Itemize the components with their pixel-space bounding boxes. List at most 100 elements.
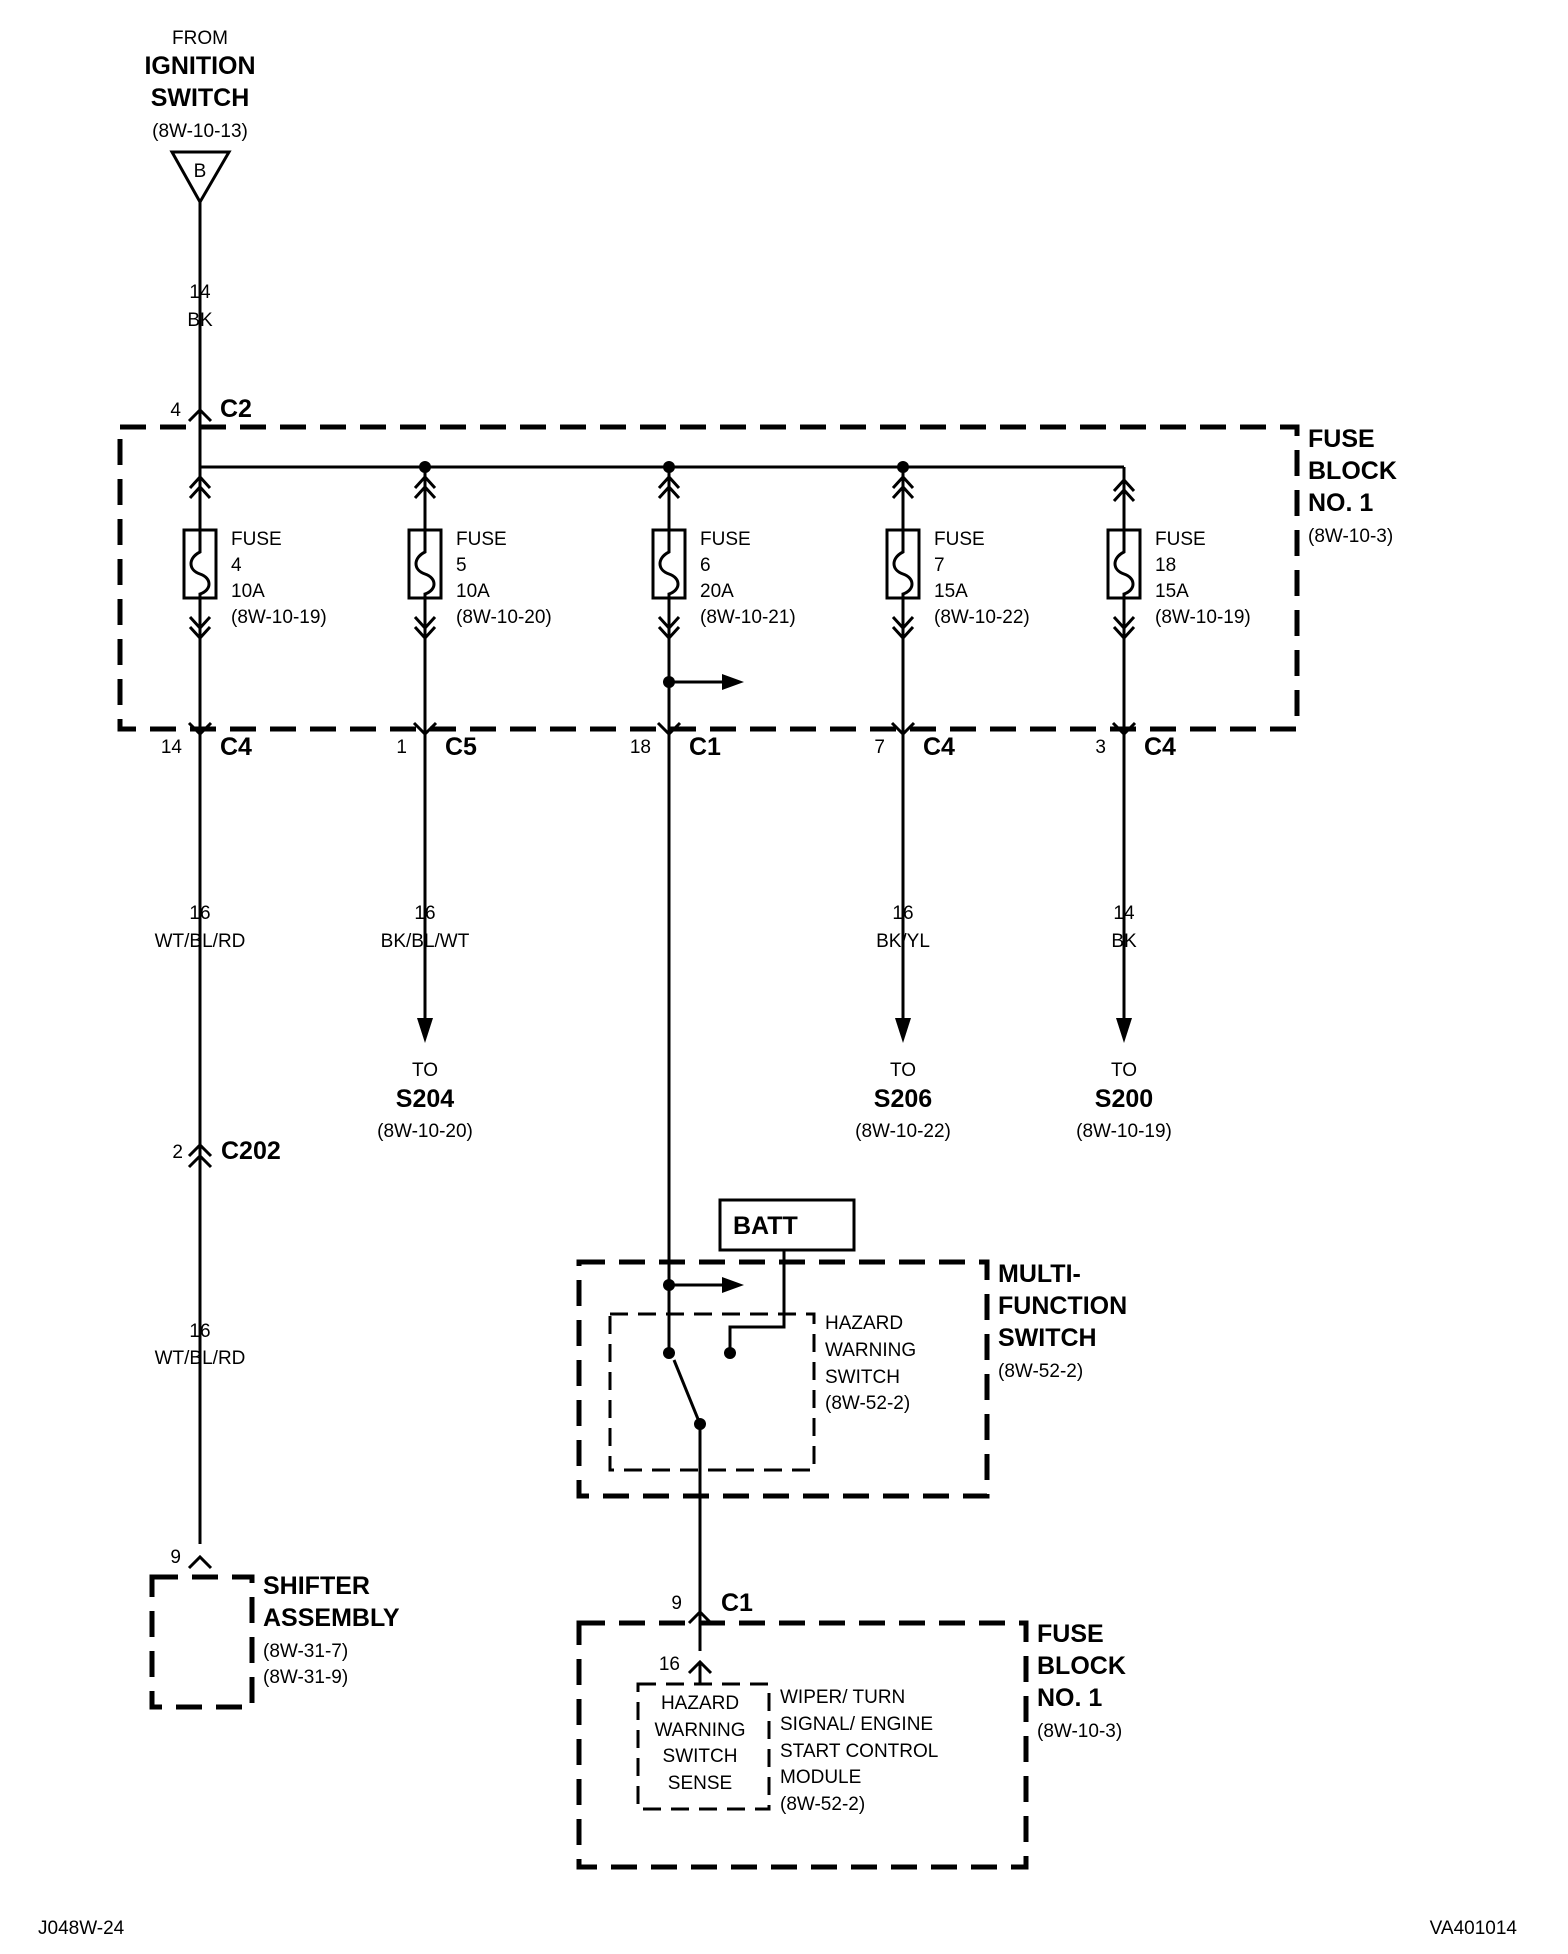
fuse-5-input-connector-symbol [413,474,437,500]
fuse-block-bottom-line3: NO. 1 [1037,1684,1102,1712]
fuse4-wire-color: WT/BL/RD [155,931,246,952]
hazard-branch-arrow [722,1277,744,1293]
to-s206-arrow [895,1018,911,1043]
mfs-line1: MULTI- [998,1260,1081,1288]
shifter-ref1: (8W-31-7) [263,1641,348,1662]
fuse-7-connector: C4 [923,733,955,761]
fuse-block-top-ref: (8W-10-3) [1308,526,1393,547]
hazard-sense-line1: HAZARD [661,1693,739,1714]
wiper-module-line2: SIGNAL/ ENGINE [780,1714,933,1735]
wiper-module-ref: (8W-52-2) [780,1794,865,1815]
fuse-4-connector: C4 [220,733,252,761]
shifter-connector-symbol [187,1554,213,1570]
fuse-18-ref: (8W-10-19) [1155,607,1251,628]
fuse7-wire-color: BK/YL [876,931,930,952]
fuse-block-bottom-ref: (8W-10-3) [1037,1721,1122,1742]
fuse-5-label: FUSE [456,529,507,550]
bottom-c1-name: C1 [721,1589,753,1617]
feed-wire-color: BK [187,310,213,331]
source-connector-letter: B [194,161,207,182]
source-name-line2: SWITCH [151,84,250,112]
c202-name: C202 [221,1137,281,1165]
s204-to: TO [412,1060,438,1081]
fuse-5-connector-symbol [412,721,438,737]
shifter-assembly-outline [149,1574,255,1710]
fuse-6-input-connector-symbol [657,474,681,500]
source-connector-triangle [169,150,232,206]
fuse-18-connector-symbol [1111,721,1137,737]
sense-pin-number: 16 [659,1654,680,1675]
fuse-5-output-connector-symbol [413,615,437,641]
source-name-line1: IGNITION [144,52,255,80]
fuse-7-label: FUSE [934,529,985,550]
footer-right-code: VA401014 [1430,1918,1518,1939]
fuse-7-number: 7 [934,555,945,576]
fuse-5-number: 5 [456,555,467,576]
hazard-sense-line2: WARNING [654,1720,745,1741]
wiper-module-line1: WIPER/ TURN [780,1687,905,1708]
fuse-block-bottom-line2: BLOCK [1037,1652,1126,1680]
fuse-7-output-connector-symbol [891,615,915,641]
shifter-ref2: (8W-31-9) [263,1667,348,1688]
shifter-line2: ASSEMBLY [263,1604,400,1632]
fuse-block-top-line2: BLOCK [1308,457,1397,485]
hazard-sense-line3: SWITCH [663,1746,738,1767]
fuse-block-top-line3: NO. 1 [1308,489,1373,517]
fuse-6-label: FUSE [700,529,751,550]
fuse-6-element-symbol [658,530,680,598]
fuse-4-number: 4 [231,555,242,576]
fuse-6-number: 6 [700,555,711,576]
fuse-4-output-connector-symbol [188,615,212,641]
to-s200-arrow [1116,1018,1132,1043]
hazard-switch-line1: HAZARD [825,1313,903,1334]
fuse-5-element-symbol [414,530,436,598]
fuse-5-pin: 1 [396,737,407,758]
c2-name: C2 [220,395,252,423]
s200-to: TO [1111,1060,1137,1081]
to-s204-arrow [417,1018,433,1043]
s204-splice: S204 [396,1085,454,1113]
fuse-5-rating: 10A [456,581,490,602]
fuse-7-rating: 15A [934,581,968,602]
hazard-switch-line2: WARNING [825,1340,916,1361]
s200-splice: S200 [1095,1085,1153,1113]
fuse-7-pin: 7 [874,737,885,758]
fuse-6-ref: (8W-10-21) [700,607,796,628]
fuse-18-number: 18 [1155,555,1176,576]
fuse-6-pin: 18 [630,737,651,758]
fuse-block-top-outline [117,424,1300,732]
fuse4-wire-gauge: 16 [189,903,210,924]
batt-feed-wire [728,1250,786,1353]
fuse-6-rating: 20A [700,581,734,602]
fuse-5-connector: C5 [445,733,477,761]
fuse-7-ref: (8W-10-22) [934,607,1030,628]
s204-ref: (8W-10-20) [377,1121,473,1142]
fuse-18-connector: C4 [1144,733,1176,761]
s206-to: TO [890,1060,916,1081]
wiper-module-line4: MODULE [780,1767,861,1788]
fuse18-wire-gauge: 14 [1113,903,1135,924]
bottom-c1-pin: 9 [671,1593,682,1614]
fuse-4-input-connector-symbol [188,474,212,500]
hazard-contact-batt [724,1347,736,1359]
fuse-18-label: FUSE [1155,529,1206,550]
fuse-5-ref: (8W-10-20) [456,607,552,628]
fuse-4-pin: 14 [161,737,183,758]
fuse-4-ref: (8W-10-19) [231,607,327,628]
fuse-18-pin: 3 [1095,737,1106,758]
fuse-7-connector-symbol [890,721,916,737]
bottom-c1-connector-symbol [687,1609,713,1625]
hazard-switch-blade [672,1359,702,1425]
mfs-ref: (8W-52-2) [998,1361,1083,1382]
fuse-6-connector: C1 [689,733,721,761]
hazard-contact-fixed [663,1347,675,1359]
c2-pin: 4 [170,400,181,421]
fuse-4-label: FUSE [231,529,282,550]
fuse-4-connector-symbol [187,721,213,737]
shifter-line1: SHIFTER [263,1572,370,1600]
s206-ref: (8W-10-22) [855,1121,951,1142]
wiper-module-line3: START CONTROL [780,1741,938,1762]
hazard-switch-line3: SWITCH [825,1367,900,1388]
